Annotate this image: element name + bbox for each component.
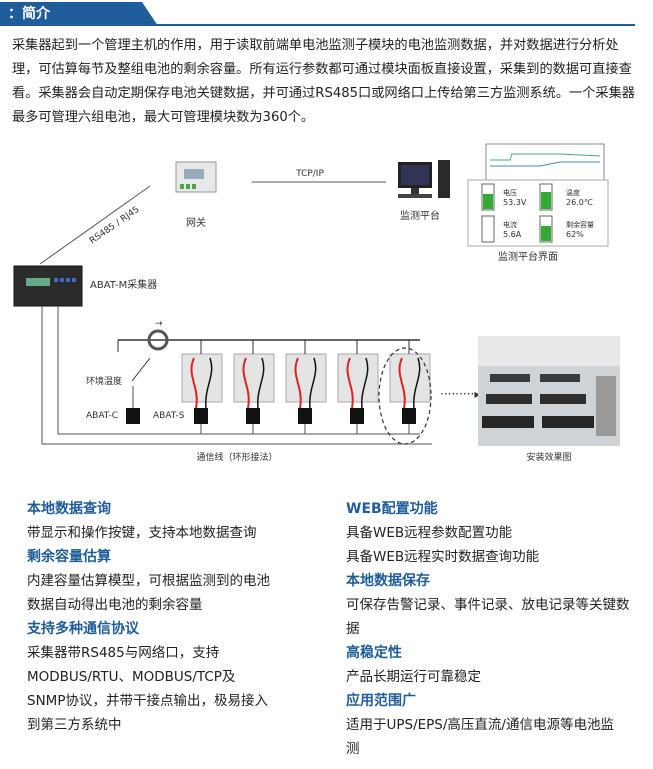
red-wire	[190, 357, 198, 409]
feature-text: 数据自动得出电池的剩余容量	[27, 597, 203, 613]
black-wire	[257, 357, 265, 409]
black-wire	[413, 357, 421, 409]
feature-text: 据	[346, 621, 360, 637]
svg-text:5.6A: 5.6A	[503, 230, 522, 239]
battery-cell	[233, 353, 275, 403]
env-temp-label: 环境温度	[86, 375, 122, 387]
abat-s-module	[350, 408, 364, 424]
tcpip-label: TCP/IP	[295, 169, 324, 179]
feature-title: 高稳定性	[346, 645, 402, 661]
feature-text: 带显示和操作按键，支持本地数据查询	[27, 525, 257, 541]
gateway-device	[175, 161, 217, 193]
abat-s-module	[402, 408, 416, 424]
abat-s-label: ABAT-S	[153, 411, 185, 421]
battery-cell	[181, 353, 223, 403]
svg-text:53.3V: 53.3V	[503, 198, 527, 207]
section-title: ：简介	[0, 2, 158, 26]
abat-s-module	[194, 408, 208, 424]
collector-label: ABAT-M采集器	[90, 278, 157, 291]
monitor-ui-screenshot: 电压 53.3V 温度 26.0℃ 电流 5.6A 剩余容量 62%	[467, 143, 609, 247]
feature-text: MODBUS/RTU、MODBUS/TCP及	[27, 669, 236, 685]
red-wire	[242, 357, 250, 409]
comm-line-label: 通信线（环形接法）	[196, 451, 277, 463]
svg-text:温度: 温度	[566, 188, 580, 197]
install-label: 安装效果图	[526, 451, 571, 463]
feature-text: SNMP协议，并带干接点输出，极易接入	[27, 693, 268, 709]
svg-text:电流: 电流	[503, 220, 517, 229]
gateway-label: 网关	[186, 216, 206, 229]
feature-title: 剩余容量估算	[27, 549, 111, 565]
battery-string	[130, 340, 431, 435]
feature-text: 到第三方系统中	[27, 717, 122, 733]
dotted-arrow: ·········▸	[440, 387, 480, 401]
intro-paragraph: 采集器起到一个管理主机的作用，用于读取前端单电池监测子模块的电池监测数据，并对数…	[12, 38, 635, 125]
abat-c-label: ABAT-C	[86, 411, 118, 421]
installation-photo	[478, 336, 620, 446]
monitor-label: 监测平台	[400, 209, 440, 222]
feature-text: 适用于UPS/EPS/高压直流/通信电源等电池监	[346, 717, 614, 733]
black-wire	[309, 357, 317, 409]
abat-s-module	[246, 408, 260, 424]
black-wire	[205, 357, 213, 409]
system-diagram: 网关 TCP/IP 监测平台 电压 53.3V 温度 26.0℃ 电流 5.6A…	[13, 143, 620, 463]
svg-text:62%: 62%	[566, 230, 584, 239]
battery-cell	[389, 353, 431, 403]
black-wire	[361, 357, 369, 409]
red-wire	[346, 357, 354, 409]
feature-text: 测	[346, 741, 360, 757]
feature-text: 内建容量估算模型，可根据监测到的电池	[27, 573, 270, 589]
red-wire	[294, 357, 302, 409]
feature-title: WEB配置功能	[346, 501, 438, 517]
feature-text: 具备WEB远程实时数据查询功能	[346, 549, 540, 565]
monitor-pc	[398, 160, 450, 198]
features-right: WEB配置功能具备WEB远程参数配置功能具备WEB远程实时数据查询功能本地数据保…	[346, 497, 646, 761]
feature-title: 支持多种通信协议	[27, 621, 139, 637]
feature-text: 产品长期运行可靠稳定	[346, 669, 481, 685]
feature-title: 本地数据保存	[346, 573, 430, 589]
collector-device	[13, 265, 83, 307]
features-left: 本地数据查询带显示和操作按键，支持本地数据查询剩余容量估算内建容量估算模型，可根…	[27, 497, 327, 737]
header-rule	[150, 24, 635, 26]
section-header: ：简介	[0, 0, 653, 28]
arrow-icon: →	[155, 319, 163, 329]
feature-text: 具备WEB远程参数配置功能	[346, 525, 513, 541]
monitor-ui-label: 监测平台界面	[498, 250, 558, 263]
battery-cell	[285, 353, 327, 403]
feature-text: 可保存告警记录、事件记录、放电记录等关键数	[346, 597, 630, 613]
feature-title: 本地数据查询	[27, 501, 111, 517]
feature-text: 采集器带RS485与网络口，支持	[27, 645, 220, 661]
abat-c-module	[126, 408, 140, 424]
svg-text:电压: 电压	[503, 188, 517, 197]
red-wire	[398, 357, 406, 409]
battery-cell	[337, 353, 379, 403]
svg-text:剩余容量: 剩余容量	[566, 220, 594, 229]
abat-s-module	[298, 408, 312, 424]
svg-text:26.0℃: 26.0℃	[566, 198, 593, 207]
feature-title: 应用范围广	[346, 693, 416, 709]
